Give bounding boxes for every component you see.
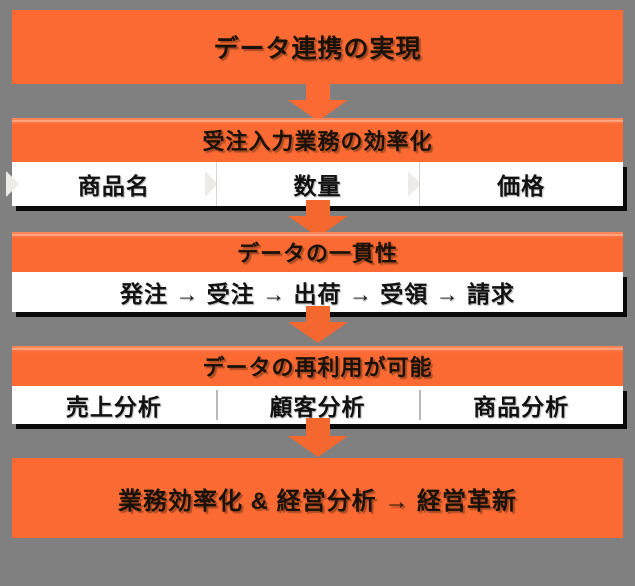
flow-step-3-item-1: 発注 → 受注 → 出荷 → 受領 → 請求 [119, 281, 516, 307]
flow-step-2: 受注入力業務の効率化 商品名 数量 価格 [12, 118, 623, 206]
flow-step-4-item-1: 売上分析 [65, 394, 162, 420]
flow-step-2-items: 商品名 数量 価格 [12, 162, 623, 206]
flow-step-1-header: データ連携の実現 [12, 10, 623, 84]
flow-step-3-header: データの一貫性 [12, 232, 623, 272]
flow-step-2-item-3: 価格 [419, 162, 623, 206]
flow-step-4-item-2: 顧客分析 [215, 386, 420, 424]
flow-step-1: データ連携の実現 [12, 10, 623, 84]
flow-step-3: データの一貫性 発注 → 受注 → 出荷 → 受領 → 請求 [12, 232, 623, 312]
connector-arrow-1 [286, 84, 350, 122]
flow-step-4-header: データの再利用が可能 [12, 346, 623, 386]
flow-step-4-item-3: 商品分析 [419, 386, 623, 424]
flow-step-5: 業務効率化 & 経営分析 → 経営革新 [12, 458, 623, 538]
connector-arrow-4 [286, 418, 350, 458]
flow-step-2-item-2: 数量 [215, 162, 420, 206]
flow-step-4-items: 売上分析 顧客分析 商品分析 [12, 386, 623, 424]
flow-step-2-header: 受注入力業務の効率化 [12, 118, 623, 162]
flow-step-3-items: 発注 → 受注 → 出荷 → 受領 → 請求 [12, 272, 623, 312]
flow-step-4: データの再利用が可能 売上分析 顧客分析 商品分析 [12, 346, 623, 424]
flow-step-5-header: 業務効率化 & 経営分析 → 経営革新 [12, 458, 623, 538]
flow-step-2-item-1: 商品名 [12, 162, 216, 206]
